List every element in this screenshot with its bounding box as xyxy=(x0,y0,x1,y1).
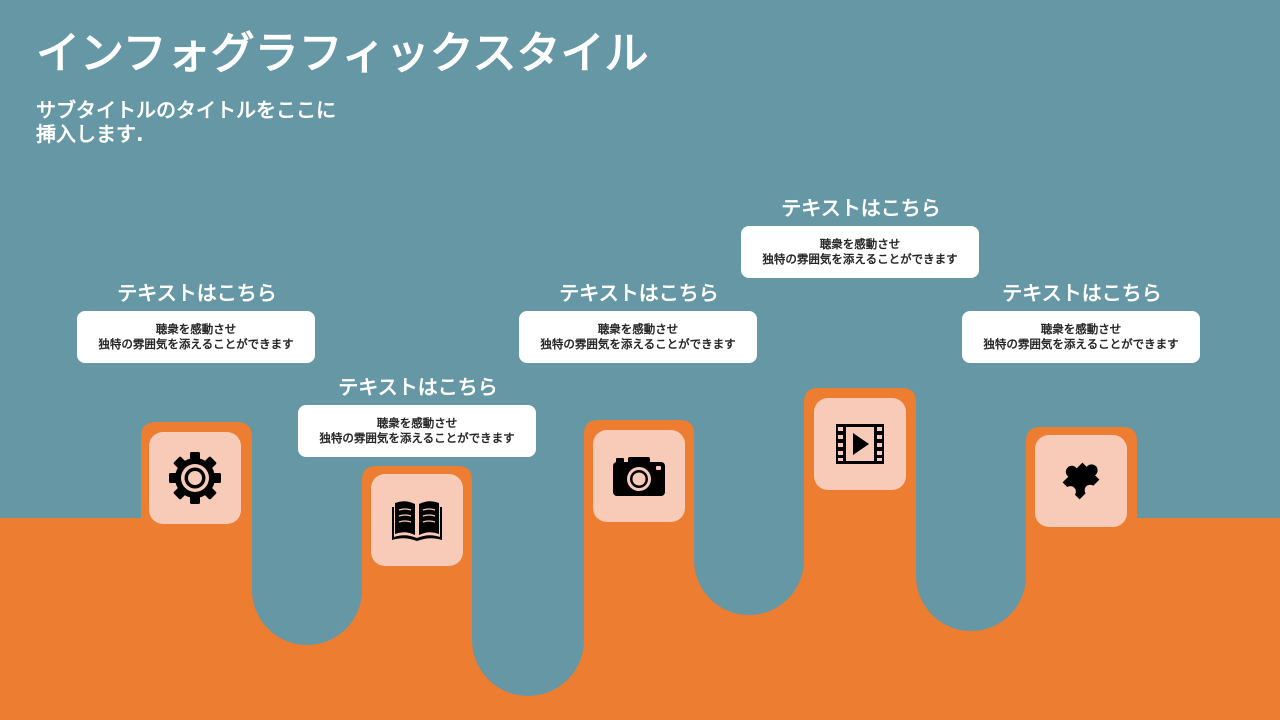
step-4-line-1: 聴衆を感動させ xyxy=(819,237,901,251)
step-2-line-2: 独特の雰囲気を添えることができます xyxy=(319,431,515,445)
slide-subtitle: サブタイトルのタイトルをここに挿入します. xyxy=(36,98,336,146)
step-1-line-1: 聴衆を感動させ xyxy=(155,322,237,336)
step-5-label: テキストはこちら xyxy=(1002,281,1162,305)
step-3-label: テキストはこちら xyxy=(559,281,719,305)
step-3-line-2: 独特の雰囲気を添えることができます xyxy=(540,337,736,351)
camera-icon xyxy=(613,457,665,496)
step-1-line-2: 独特の雰囲気を添えることができます xyxy=(98,337,294,351)
book-icon xyxy=(392,501,442,541)
step-3-line-1: 聴衆を感動させ xyxy=(597,322,679,336)
gear-icon xyxy=(169,452,221,504)
video-icon xyxy=(836,424,884,464)
step-3-icon-tile xyxy=(593,430,685,522)
step-2-icon-tile xyxy=(371,474,463,566)
step-5-text-box: 聴衆を感動させ 独特の雰囲気を添えることができます xyxy=(962,311,1200,363)
step-4-text-box: 聴衆を感動させ 独特の雰囲気を添えることができます xyxy=(741,226,979,278)
step-1-text-box: 聴衆を感動させ 独特の雰囲気を添えることができます xyxy=(77,311,315,363)
puzzle-icon xyxy=(1062,462,1100,500)
step-4-line-2: 独特の雰囲気を添えることができます xyxy=(762,252,958,266)
step-5-icon-tile xyxy=(1035,435,1127,527)
slide-title: インフォグラフィックスタイル xyxy=(36,28,649,79)
step-1-label: テキストはこちら xyxy=(117,281,277,305)
step-3-text-box: 聴衆を感動させ 独特の雰囲気を添えることができます xyxy=(519,311,757,363)
step-4-label: テキストはこちら xyxy=(781,196,941,220)
step-2-text-box: 聴衆を感動させ 独特の雰囲気を添えることができます xyxy=(298,405,536,457)
step-2-label: テキストはこちら xyxy=(338,375,498,399)
step-5-line-2: 独特の雰囲気を添えることができます xyxy=(983,337,1179,351)
step-1-icon-tile xyxy=(149,432,241,524)
step-5-line-1: 聴衆を感動させ xyxy=(1040,322,1122,336)
step-2-line-1: 聴衆を感動させ xyxy=(376,416,458,430)
step-4-icon-tile xyxy=(814,398,906,490)
